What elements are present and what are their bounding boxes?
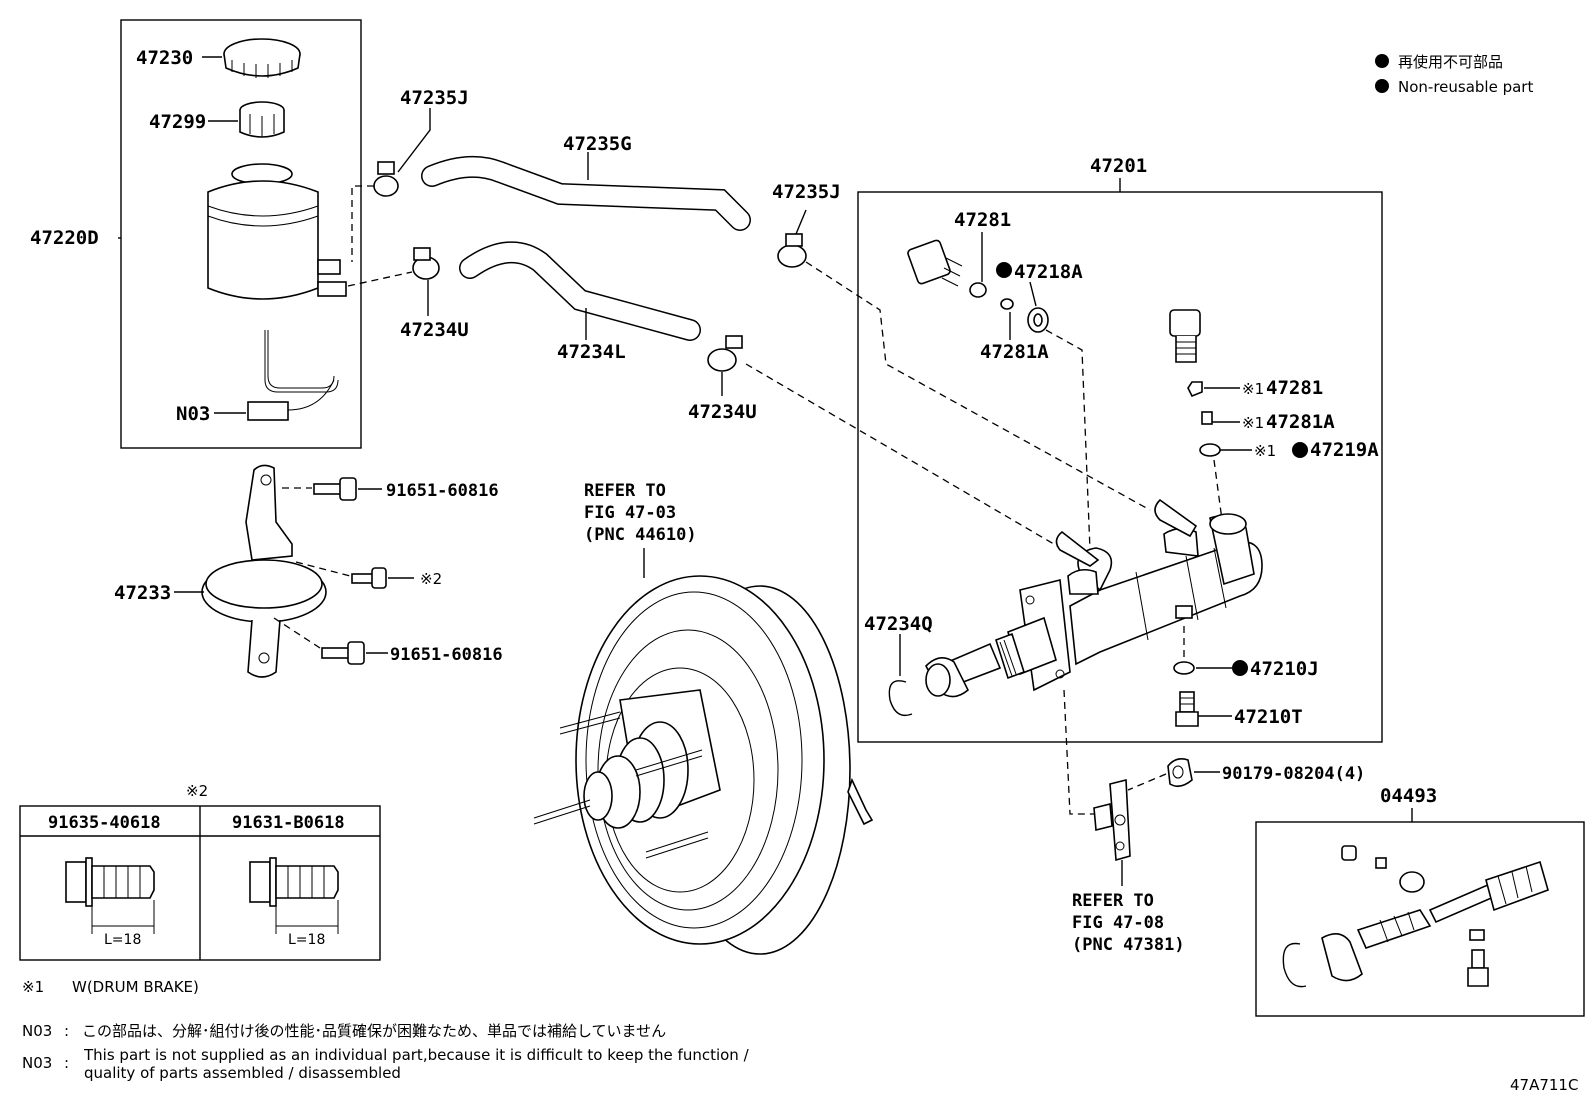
repair-kit-group: 04493 [1255,785,1585,1017]
union-plug-icon [907,239,1049,333]
hoses: 47235J 47235G 47235J 47234U 47234L [347,87,1151,551]
reservoir-group: 47230 47299 47220D N03 [30,19,362,449]
label-47281A: 47281A [980,341,1049,363]
master-cylinder-body-icon [1019,498,1263,692]
bolt-table-col1: 91635-40618 [48,813,161,833]
legend: 再使用不可部品 Non-reusable part [1375,53,1533,96]
refer-booster-line2: FIG 47-03 [584,503,676,523]
label-47234U-b: 47234U [688,401,757,423]
note-w1-mark: ※1 [22,978,44,996]
mounting-bracket-icon [1093,778,1131,862]
hose-clamp-icon [707,335,743,372]
label-47220D: 47220D [30,227,99,249]
bolt-icon [321,641,365,665]
flange-bolt-icon [249,857,339,907]
footnotes: ※1 W(DRUM BRAKE) N03 : この部品は、分解･組付け後の性能･… [22,978,750,1082]
reservoir-cap-icon [223,38,301,78]
figure-code: 47A711C [1510,1076,1578,1094]
label-91651-60816-a: 91651-60816 [386,481,499,501]
note-n03-en-key: N03 [22,1054,52,1072]
master-cylinder-group: 47201 47281 47218A 47281A ※1 47281 [857,155,1383,743]
label-47281A-w: 47281A [1266,411,1335,433]
non-reusable-bullet-icon [1292,442,1308,458]
refer-booster-line3: (PNC 44610) [584,525,697,545]
non-reusable-bullet-icon [996,262,1012,278]
label-47219A: 47219A [1310,439,1379,461]
reservoir-tank-icon [207,163,347,300]
brake-booster-group: REFER TO FIG 47-03 (PNC 44610) [533,481,874,955]
non-reusable-bullet-icon [1375,79,1389,93]
hose-clamp-icon [373,161,399,197]
flange-bolt-icon [65,857,155,907]
hose-clamp-icon [777,233,807,268]
bolt-icon [313,477,357,501]
note-n03-en-sep: : [64,1054,69,1072]
label-47233: 47233 [114,582,171,604]
repair-kit-parts-icon [1282,845,1549,988]
label-47235J-a: 47235J [400,87,469,109]
label-04493: 04493 [1380,785,1437,807]
refer-booster-line1: REFER TO [584,481,666,501]
label-47218A: 47218A [1014,261,1083,283]
label-47230: 47230 [136,47,193,69]
refer-bracket-line2: FIG 47-08 [1072,913,1164,933]
note-n03-jp-sep: : [64,1022,69,1040]
bolt-spec-table: ※2 91635-40618 91631-B0618 L=18 L=18 [19,782,381,961]
label-47235G: 47235G [563,133,632,155]
reservoir-bracket-icon [201,464,327,678]
flange-nut-icon [1167,758,1193,788]
non-reusable-bullet-icon [1375,54,1389,68]
snap-ring-icon [888,680,913,717]
gasket-icon [1173,661,1195,675]
label-mark1-b: ※1 [1242,414,1264,432]
label-47235J-b: 47235J [772,181,841,203]
label-47234L: 47234L [557,341,626,363]
brake-booster-icon [533,575,874,955]
note-n03-jp-key: N03 [22,1022,52,1040]
note-n03-en-line2: quality of parts assembled / disassemble… [84,1064,401,1082]
bleeder-plug-icon [1175,691,1199,727]
level-sensor-icon [247,330,339,421]
note-n03-en-line1: This part is not supplied as an individu… [83,1046,750,1064]
legend-en: Non-reusable part [1398,78,1533,96]
label-mark1-a: ※1 [1242,380,1264,398]
label-mark1-c: ※1 [1254,442,1276,460]
label-mark2-bracket: ※2 [420,570,442,588]
label-91651-60816-b: 91651-60816 [390,645,503,665]
label-47234U-a: 47234U [400,319,469,341]
piston-assembly-icon [925,616,1057,698]
non-reusable-bullet-icon [1232,660,1248,676]
refer-bracket-line3: (PNC 47381) [1072,935,1185,955]
label-47201: 47201 [1090,155,1147,177]
label-47299: 47299 [149,111,206,133]
label-90179-08204: 90179-08204(4) [1222,764,1365,784]
label-47281: 47281 [954,209,1011,231]
bolt-table-mark: ※2 [186,782,208,800]
label-n03: N03 [176,403,210,425]
label-47210T: 47210T [1234,706,1303,728]
bolt-table-length1: L=18 [104,932,141,948]
label-47281-w: 47281 [1266,377,1323,399]
bolt-table-length2: L=18 [288,932,325,948]
bracket-group: 90179-08204(4) REFER TO FIG 47-08 (PNC 4… [1063,689,1365,955]
note-n03-jp-text: この部品は、分解･組付け後の性能･品質確保が困難なため、単品では補給していません [82,1022,666,1040]
label-47234Q: 47234Q [864,613,933,635]
refer-bracket-line1: REFER TO [1072,891,1154,911]
union-plug-icon [1169,309,1221,457]
strainer-icon [239,101,285,138]
bolt-table-col2: 91631-B0618 [232,813,345,833]
note-w1-text: W(DRUM BRAKE) [72,978,199,996]
reservoir-bracket-group: 47233 91651-60816 ※2 91651-60816 [114,464,503,678]
legend-jp: 再使用不可部品 [1398,53,1503,71]
bolt-icon [351,567,387,589]
hose-clamp-icon [412,247,440,280]
label-47210J: 47210J [1250,658,1319,680]
